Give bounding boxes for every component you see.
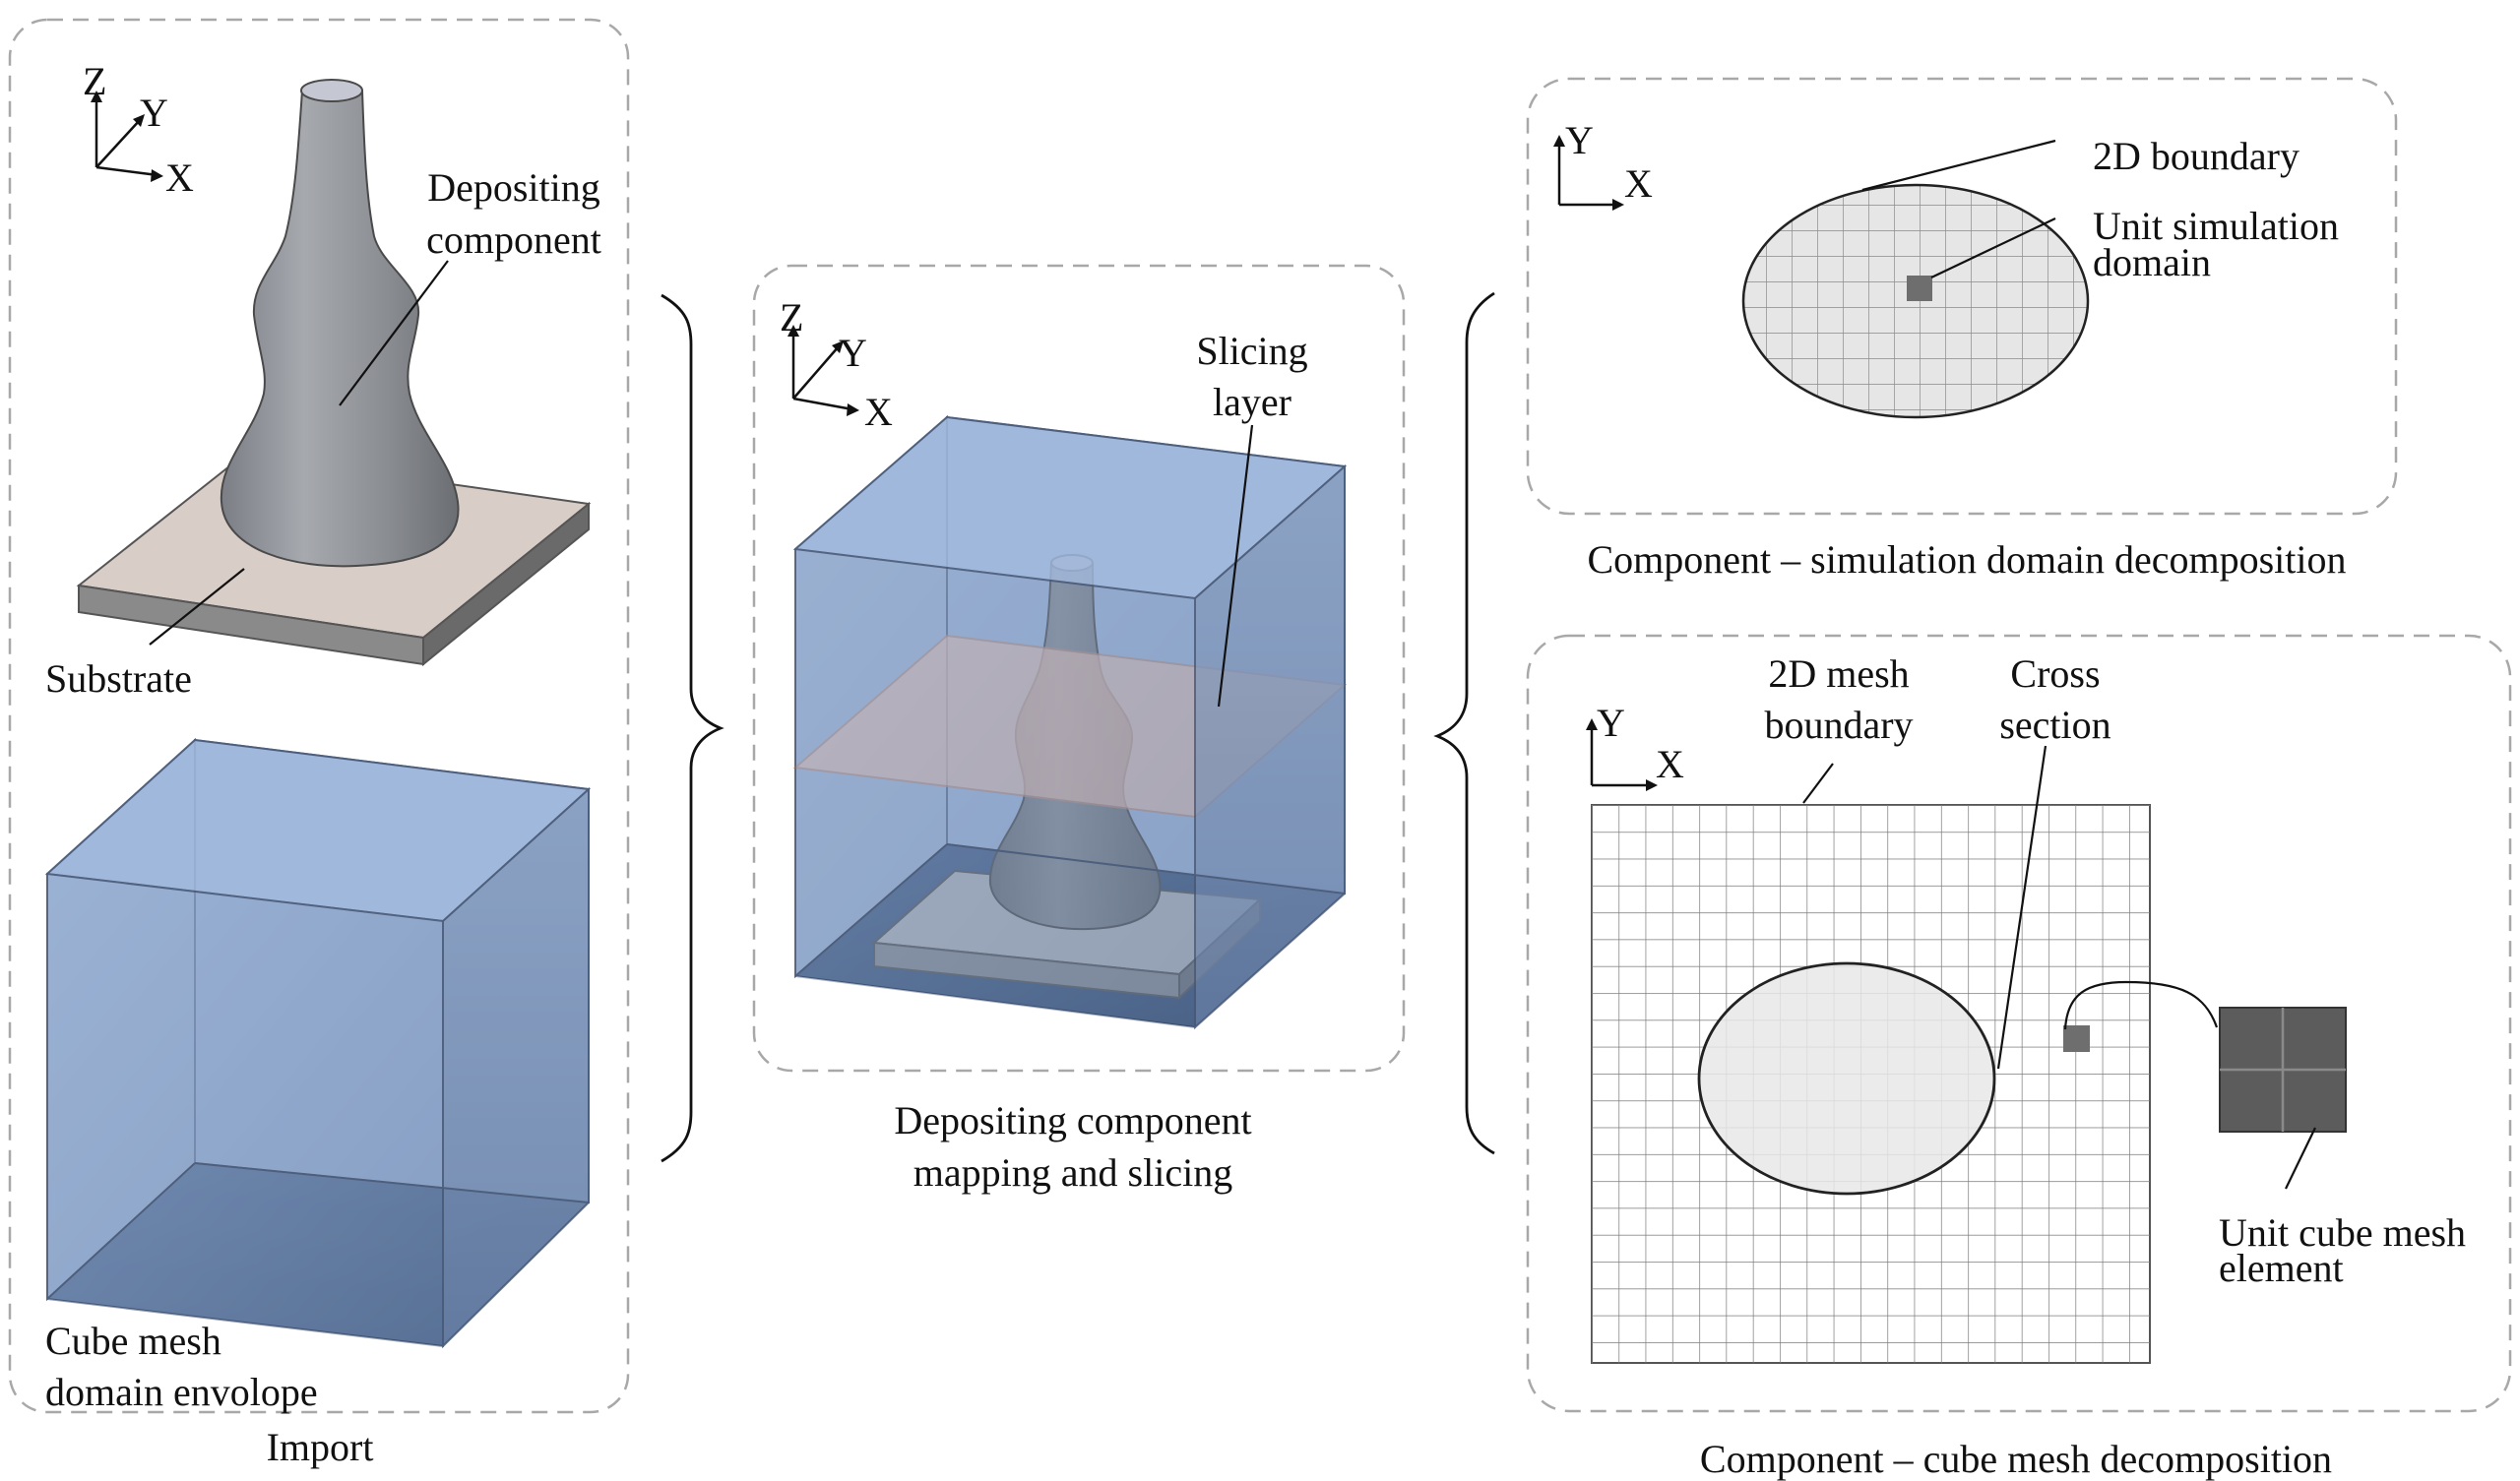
slicing-label-2: layer: [1213, 380, 1292, 424]
unit-cube-element: [2219, 1007, 2347, 1133]
element-label-2: element: [2219, 1246, 2344, 1290]
import-depositing-callout: [339, 260, 449, 406]
cube-mesh-axes: [1590, 726, 1650, 787]
boundary-label: 2D boundary: [2093, 134, 2300, 178]
cube-mesh-caption: Component – cube mesh decomposition: [1700, 1437, 2332, 1481]
import-frame: [8, 18, 630, 1414]
import-caption: Import: [267, 1425, 374, 1469]
import-substrate-label: Substrate: [45, 656, 192, 701]
brace-import-to-mapping: [661, 293, 724, 1163]
mapping-axis-arrow-x: [847, 403, 859, 416]
mapping-axis-y-label: Y: [839, 331, 867, 375]
unit-domain-label-2: domain: [2093, 240, 2211, 284]
unit-domain-label-1: Unit simulation: [2093, 204, 2339, 248]
mapping-axis-x-label: X: [864, 390, 893, 434]
domain-boundary: [1741, 183, 2090, 419]
cube-mesh-frame: [1526, 634, 2512, 1413]
import-component: [220, 79, 460, 568]
domain-axis-arrow-x: [1612, 199, 1624, 211]
boundary-callout: [1861, 139, 2056, 192]
element-connector: [2063, 980, 2219, 1030]
mapping-caption-2: mapping and slicing: [914, 1150, 1232, 1195]
import-cube-label-1: Cube mesh: [45, 1319, 221, 1363]
domain-axis-arrow-y: [1553, 135, 1565, 147]
mapping-panel: Z Y X Slicing layer De: [752, 264, 1406, 1195]
import-substrate-callout: [149, 568, 245, 646]
import-axis-z-label: Z: [83, 59, 106, 103]
unit-simulation-domain: [1907, 276, 1932, 301]
cross-section-callout: [1996, 745, 2048, 1070]
mesh-boundary-callout: [1802, 763, 1834, 804]
mesh-cell-highlight: [2063, 1025, 2090, 1052]
element-label-1: Unit cube mesh: [2219, 1210, 2466, 1255]
slicing-callout: [1217, 424, 1254, 708]
domain-axis-y-label: Y: [1565, 118, 1594, 162]
mapping-cube: [792, 414, 1348, 1030]
import-axes: [94, 98, 158, 177]
mesh-boundary-label-2: boundary: [1764, 703, 1913, 747]
domain-axes: [1557, 143, 1616, 207]
cube-mesh-axis-x-label: X: [1656, 742, 1684, 786]
element-callout: [2285, 1127, 2316, 1190]
import-axis-x-label: X: [165, 155, 194, 200]
cross-section-label-1: Cross: [2010, 651, 2100, 696]
import-axis-arrow-z: [91, 91, 102, 102]
cube-mesh-panel: Y X 2D mesh boundary Cross section Unit …: [1526, 634, 2512, 1481]
mapping-axis-arrow-z: [788, 325, 799, 337]
domain-grid: [1743, 185, 2088, 417]
import-depositing-label-1: Depositing: [427, 165, 600, 210]
import-axis-arrow-x: [151, 169, 163, 182]
import-axis-y-label: Y: [140, 91, 168, 135]
mapping-frame: [752, 264, 1406, 1073]
mapping-axes: [791, 333, 853, 411]
domain-panel: Y X 2D boundary Unit simulation domain C…: [1526, 77, 2398, 582]
mapping-axis-arrow-y: [832, 340, 844, 353]
brace-mapping-to-decomposition: [1433, 291, 1495, 1155]
import-cube-label-2: domain envolope: [45, 1370, 318, 1414]
mesh-boundary-label-1: 2D mesh: [1768, 651, 1909, 696]
cube-mesh-axis-y-label: Y: [1597, 701, 1625, 745]
mapping-axis-z-label: Z: [780, 295, 803, 339]
import-depositing-label-2: component: [426, 217, 601, 262]
import-cube: [44, 737, 592, 1349]
cross-section-label-2: section: [1999, 703, 2110, 747]
import-panel: Z Y X Depositing component Substrate: [8, 18, 630, 1469]
import-axis-arrow-y: [133, 114, 145, 127]
domain-axis-x-label: X: [1624, 161, 1653, 206]
cross-section: [1697, 961, 1996, 1196]
mapping-caption-1: Depositing component: [894, 1098, 1251, 1142]
domain-caption: Component – simulation domain decomposit…: [1587, 537, 2346, 582]
cube-mesh-axis-arrow-x: [1646, 779, 1658, 791]
domain-frame: [1526, 77, 2398, 516]
cube-mesh-axis-arrow-y: [1586, 718, 1598, 730]
unit-domain-callout: [1930, 217, 2056, 278]
slicing-label-1: Slicing: [1196, 329, 1307, 373]
